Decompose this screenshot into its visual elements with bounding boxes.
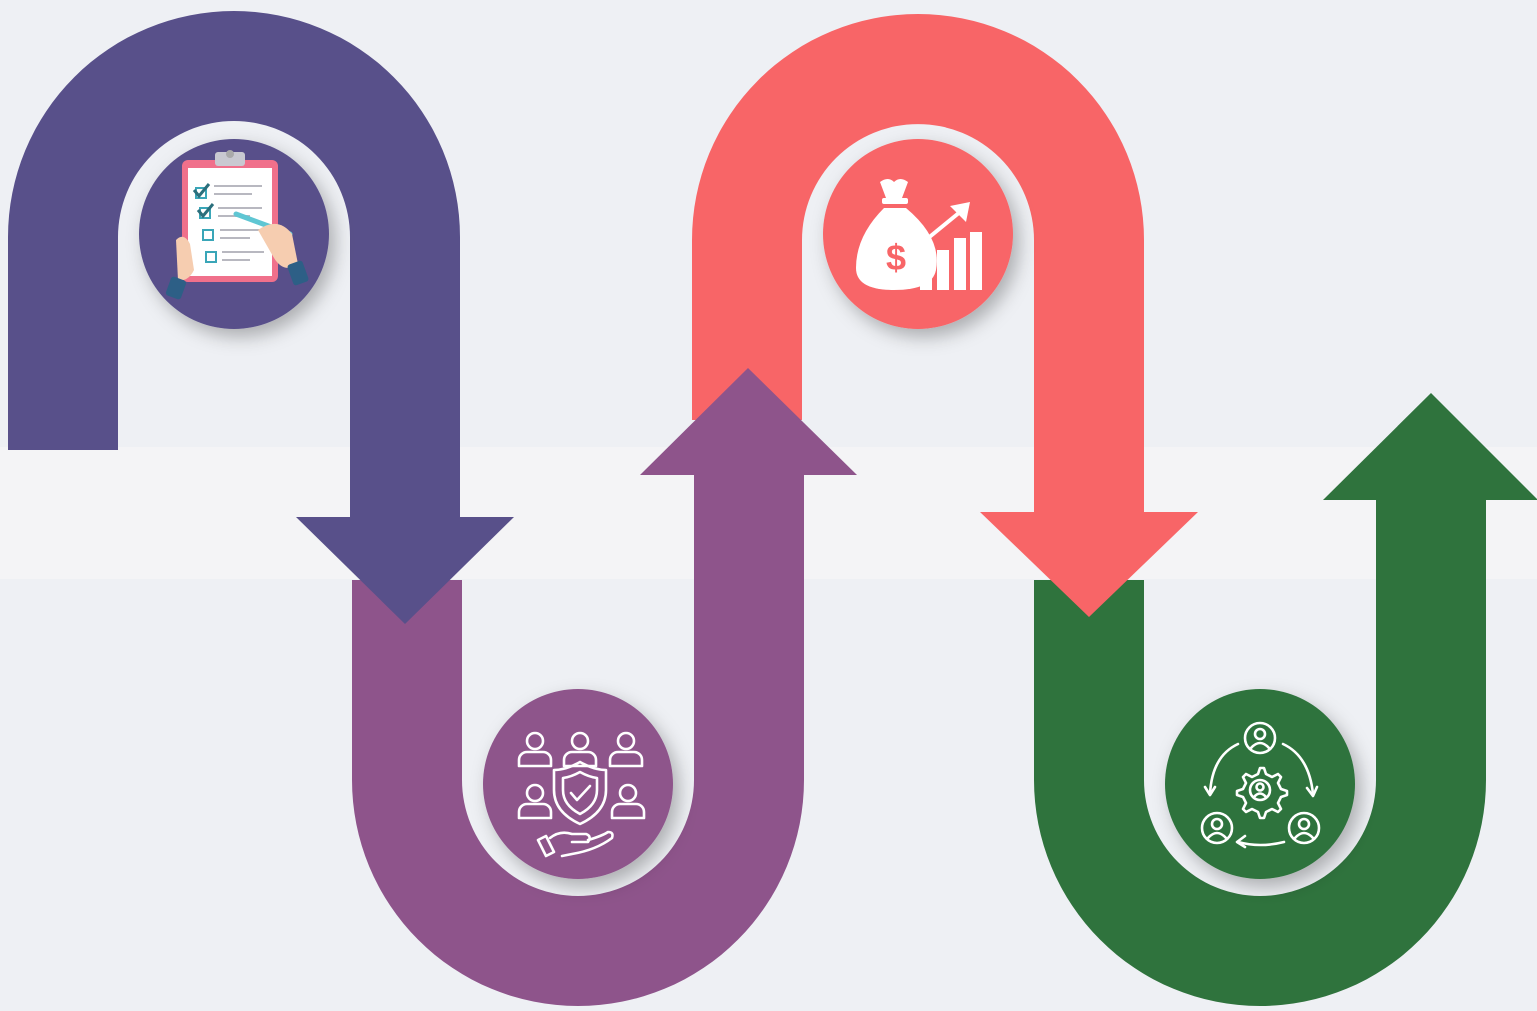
- svg-text:$: $: [886, 237, 906, 278]
- step-4-arrow: [1034, 393, 1537, 1006]
- step-3-arrow: [692, 14, 1198, 617]
- step-1-arrow: [8, 11, 514, 624]
- step-4-badge: [1165, 689, 1355, 879]
- step-2-badge: [483, 689, 673, 879]
- money-bag-growth-chart-icon: $: [856, 179, 982, 290]
- step-1-badge: [139, 139, 329, 329]
- team-collaboration-cycle-icon: [1200, 721, 1321, 849]
- team-protection-shield-icon: [517, 731, 646, 858]
- checklist-clipboard-icon: [165, 150, 309, 300]
- step-2-arrow: [352, 368, 857, 1006]
- step-3-badge: $: [823, 139, 1013, 329]
